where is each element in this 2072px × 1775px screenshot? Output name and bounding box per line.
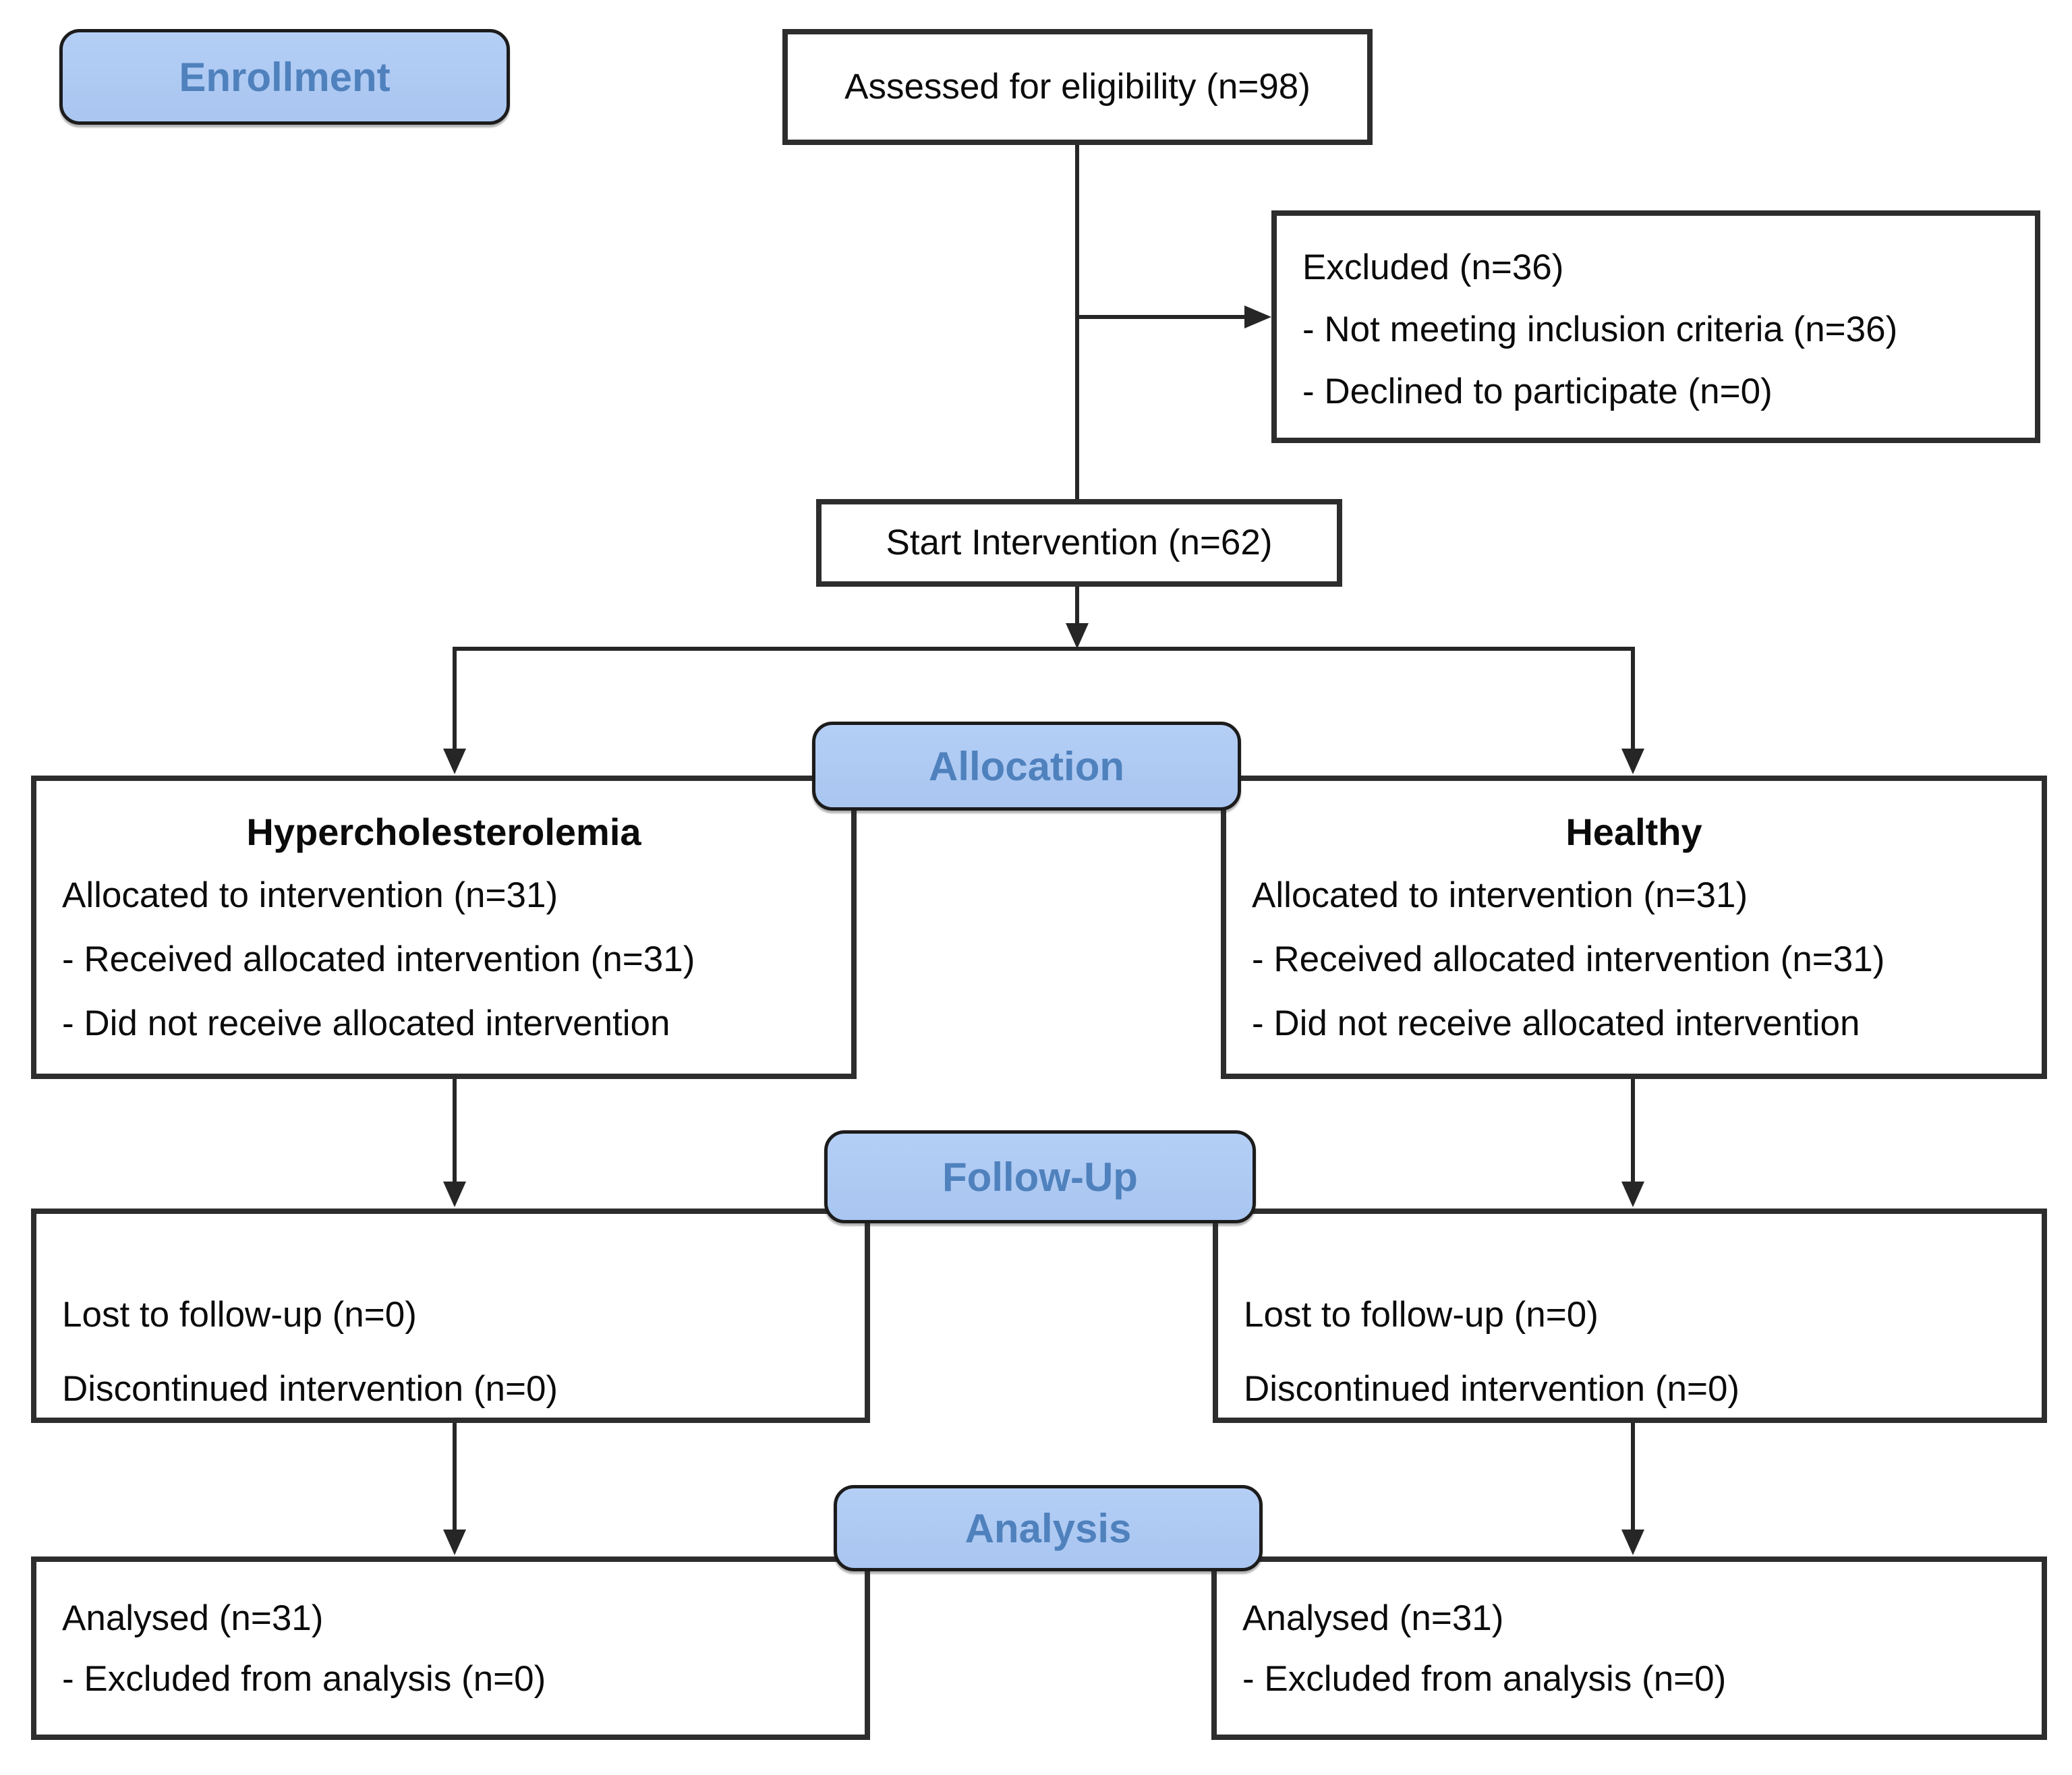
analysis-left-line: Analysed (n=31) — [62, 1598, 324, 1638]
analysis-left-line: - Excluded from analysis (n=0) — [62, 1659, 546, 1699]
stage-badge-followup: Follow-Up — [824, 1130, 1256, 1223]
allocation-right-line: - Received allocated intervention (n=31) — [1252, 939, 1885, 979]
stage-badge-allocation: Allocation — [812, 722, 1241, 811]
connector-branch-left — [453, 647, 457, 750]
excluded-line: - Not meeting inclusion criteria (n=36) — [1302, 310, 1898, 349]
connector-to-excluded — [1075, 315, 1247, 319]
connector-allocation-followup-left — [453, 1078, 457, 1184]
connector-followup-analysis-left — [453, 1422, 457, 1532]
allocation-left-header: Hypercholesterolemia — [246, 811, 641, 853]
assessed-box: Assessed for eligibility (n=98) — [782, 29, 1373, 145]
allocation-right-box: Healthy Allocated to intervention (n=31)… — [1221, 776, 2047, 1079]
arrowhead-analysis-left — [443, 1530, 466, 1555]
branch-line — [453, 647, 1635, 651]
analysis-right-line: - Excluded from analysis (n=0) — [1242, 1659, 1727, 1699]
followup-left-line: Lost to follow-up (n=0) — [62, 1295, 417, 1335]
arrowhead-analysis-right — [1621, 1530, 1644, 1555]
stage-badge-allocation-label: Allocation — [928, 743, 1124, 789]
arrowhead-excluded — [1244, 305, 1271, 328]
followup-left-box: Lost to follow-up (n=0) Discontinued int… — [31, 1209, 870, 1423]
followup-right-line: Discontinued intervention (n=0) — [1244, 1369, 1740, 1409]
connector-assessed-to-start — [1075, 142, 1079, 502]
excluded-box: Excluded (n=36) - Not meeting inclusion … — [1271, 210, 2040, 443]
excluded-line: - Declined to participate (n=0) — [1302, 372, 1773, 411]
arrowhead-followup-right — [1621, 1182, 1644, 1207]
arrowhead-allocation-right — [1621, 749, 1644, 774]
arrowhead-allocation-left — [443, 749, 466, 774]
stage-badge-analysis-label: Analysis — [965, 1505, 1132, 1551]
analysis-right-box: Analysed (n=31) - Excluded from analysis… — [1211, 1556, 2047, 1740]
allocation-left-box: Hypercholesterolemia Allocated to interv… — [31, 776, 857, 1079]
connector-followup-analysis-right — [1631, 1422, 1635, 1532]
allocation-left-line: - Received allocated intervention (n=31) — [62, 939, 695, 979]
stage-badge-followup-label: Follow-Up — [942, 1154, 1138, 1200]
arrowhead-followup-left — [443, 1182, 466, 1207]
stage-badge-enrollment-label: Enrollment — [179, 54, 391, 100]
connector-allocation-followup-right — [1631, 1078, 1635, 1184]
arrowhead-branch-junction — [1066, 623, 1089, 649]
start-intervention-box: Start Intervention (n=62) — [816, 499, 1342, 587]
allocation-right-line: Allocated to intervention (n=31) — [1252, 875, 1748, 915]
allocation-left-line: Allocated to intervention (n=31) — [62, 875, 558, 915]
connector-start-to-branch — [1075, 585, 1079, 624]
analysis-left-box: Analysed (n=31) - Excluded from analysis… — [31, 1556, 870, 1740]
followup-left-line: Discontinued intervention (n=0) — [62, 1369, 558, 1409]
allocation-right-header: Healthy — [1565, 811, 1702, 853]
stage-badge-analysis: Analysis — [834, 1485, 1263, 1571]
followup-right-box: Lost to follow-up (n=0) Discontinued int… — [1213, 1209, 2047, 1423]
followup-right-line: Lost to follow-up (n=0) — [1244, 1295, 1599, 1335]
assessed-text: Assessed for eligibility (n=98) — [844, 67, 1311, 107]
connector-branch-right — [1631, 647, 1635, 750]
allocation-right-line: - Did not receive allocated intervention — [1252, 1003, 1860, 1043]
allocation-left-line: - Did not receive allocated intervention — [62, 1003, 670, 1043]
analysis-right-line: Analysed (n=31) — [1242, 1598, 1504, 1638]
start-intervention-text: Start Intervention (n=62) — [886, 523, 1273, 563]
excluded-line: Excluded (n=36) — [1302, 248, 1564, 287]
stage-badge-enrollment: Enrollment — [59, 29, 510, 125]
